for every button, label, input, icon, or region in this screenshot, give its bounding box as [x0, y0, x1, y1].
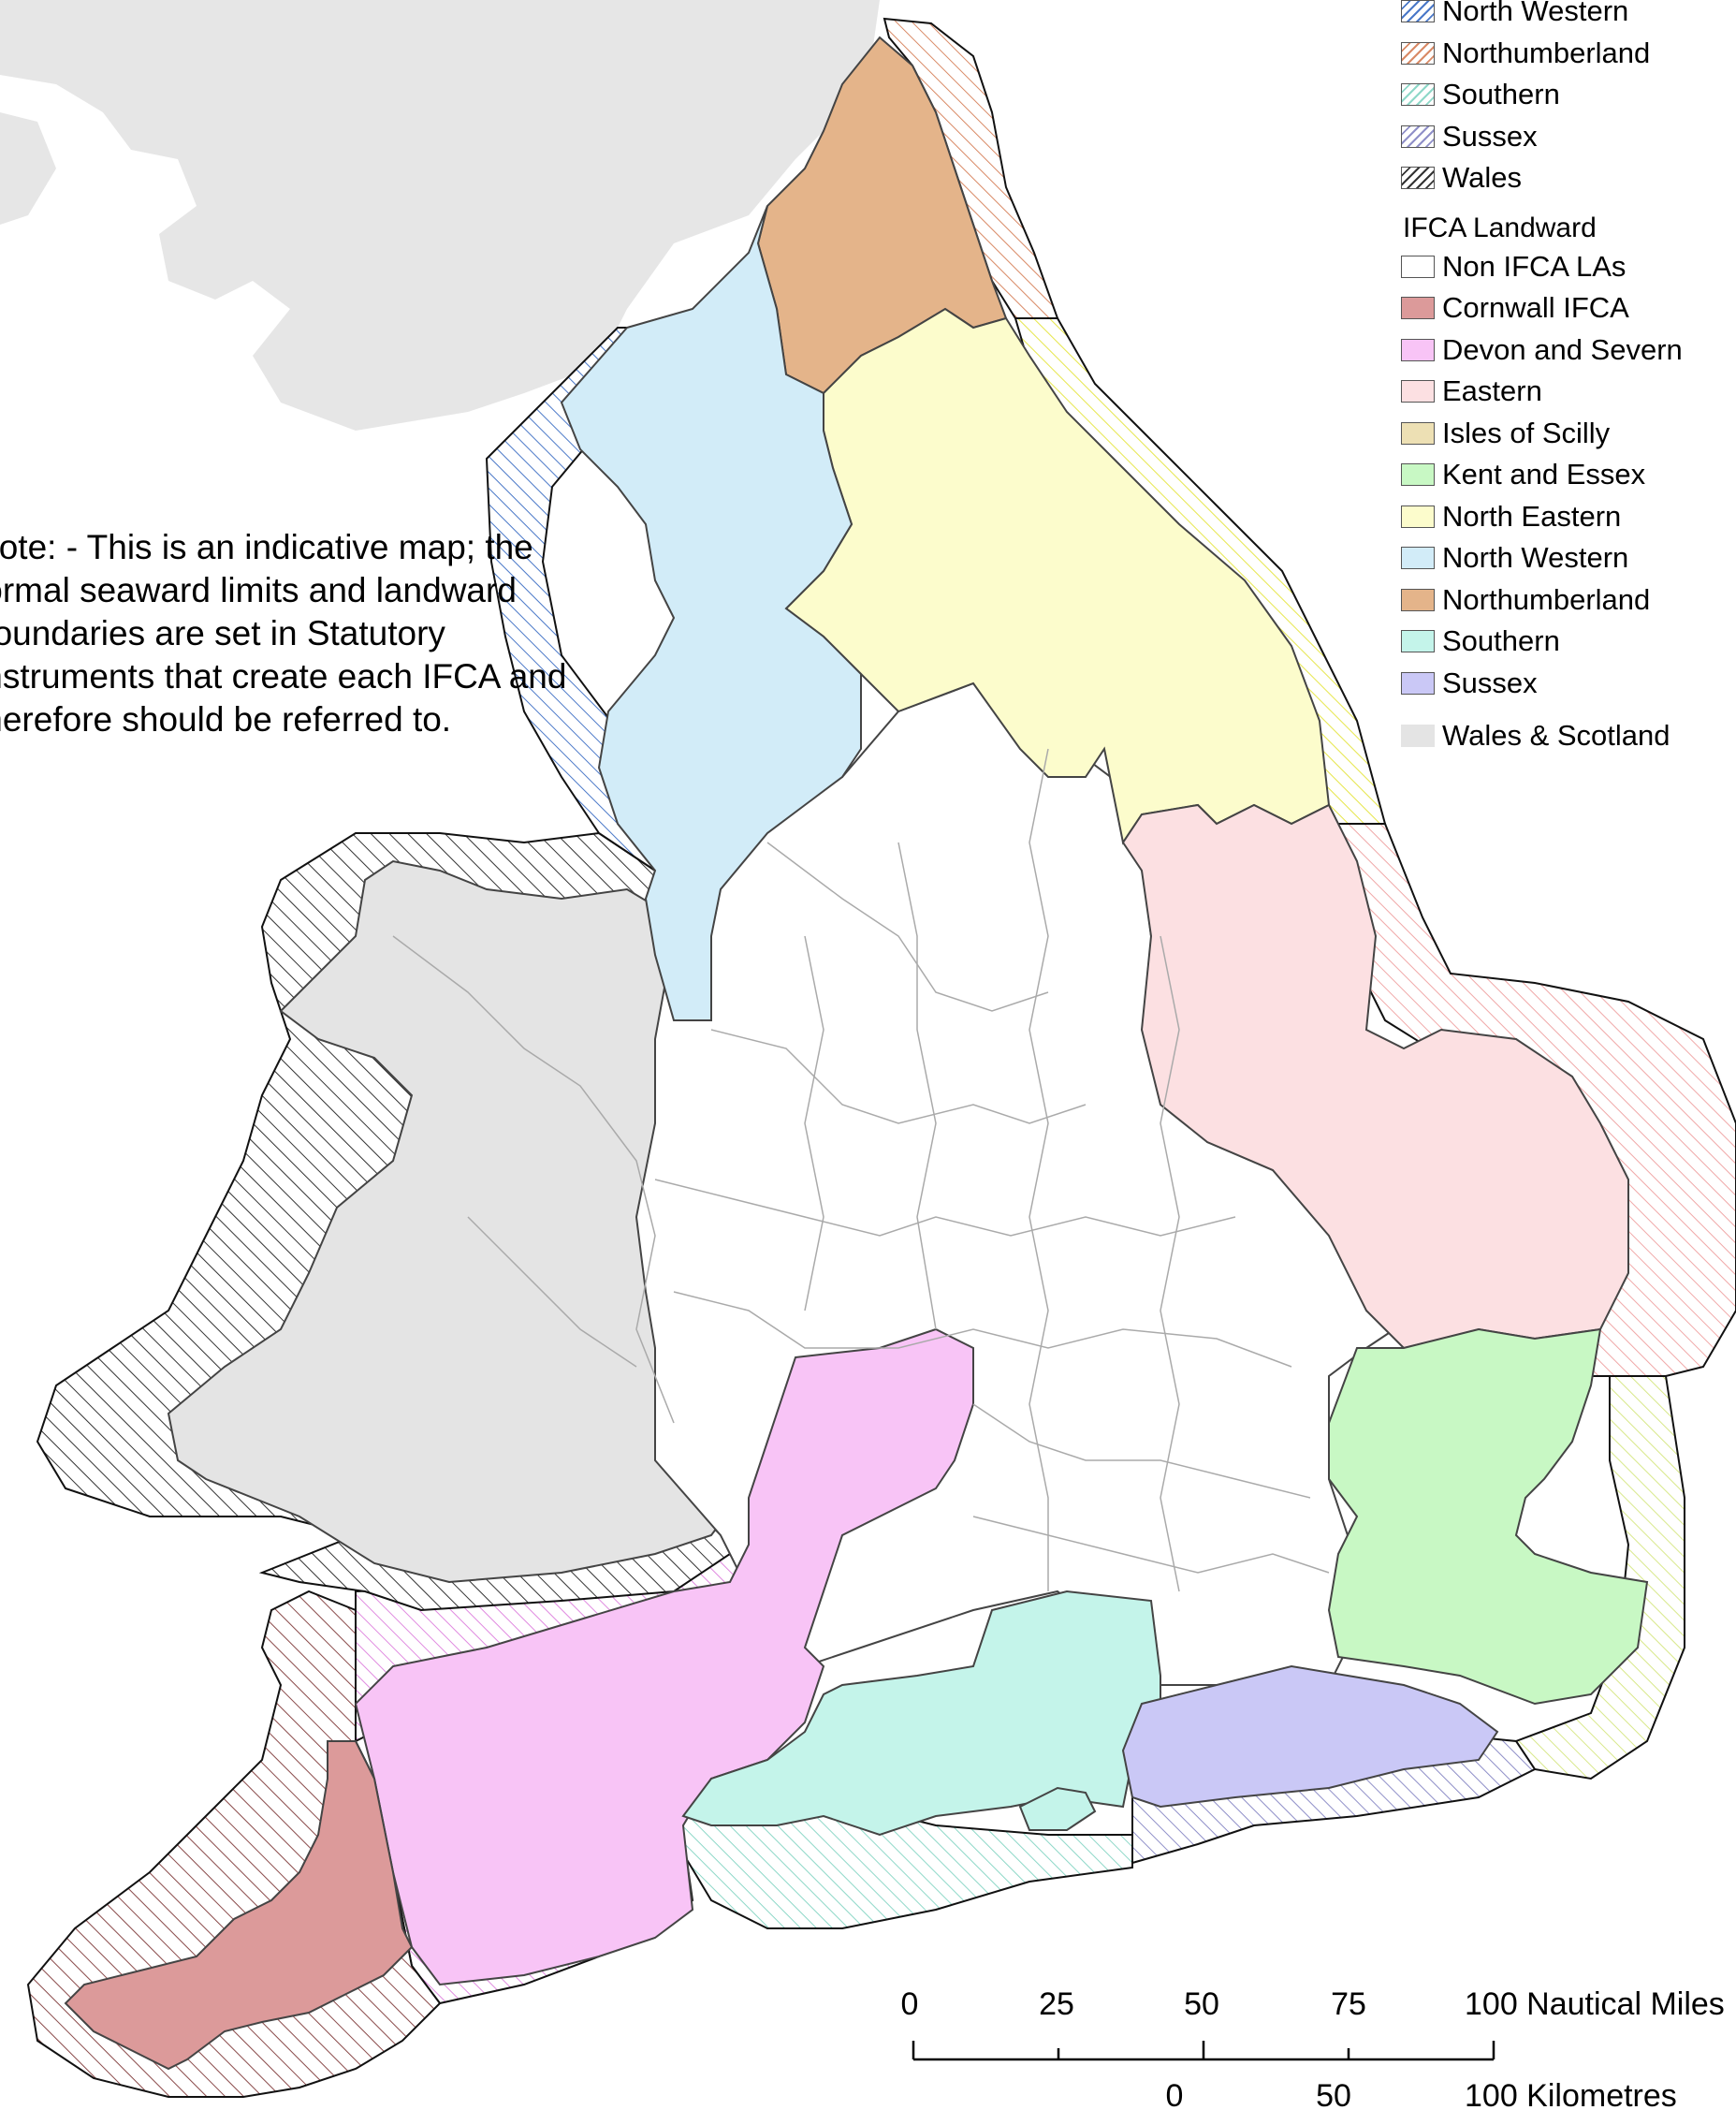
legend-swatch-sussex [1401, 671, 1435, 695]
legend-label: Sussex [1442, 119, 1538, 153]
legend-label: Kent and Essex [1442, 458, 1646, 491]
legend-label: Non IFCA LAs [1442, 249, 1627, 283]
legend-item: Wales & Scotland [1401, 715, 1736, 757]
legend-landward-section: IFCA Landward Non IFCA LAs Cornwall IFCA… [1401, 211, 1736, 705]
legend-item: Non IFCA LAs [1401, 246, 1736, 288]
legend-item: Sussex [1401, 663, 1736, 705]
landward-cornwall [64, 1740, 414, 2071]
legend-label: Southern [1442, 78, 1560, 111]
legend-item: Eastern [1401, 371, 1736, 413]
legend-swatch-eastern [1401, 380, 1435, 403]
legend-item: North Western [1401, 0, 1736, 33]
scale-unit-nautical: 100 Nautical Miles [1465, 1986, 1725, 2022]
legend-label: Isles of Scilly [1442, 416, 1611, 449]
legend-swatch-northumberland [1401, 588, 1435, 611]
legend-swatch-wales-seaward [1401, 167, 1435, 190]
legend-item: Southern [1401, 621, 1736, 663]
legend-label: Wales [1442, 161, 1522, 195]
legend-swatch-sussex-seaward [1401, 125, 1435, 148]
legend-label: Northumberland [1442, 582, 1651, 616]
legend-swatch-cornwall [1401, 297, 1435, 320]
legend-label: North Western [1442, 0, 1629, 28]
seaward-southern [682, 1795, 1133, 1929]
landward-eastern [1121, 803, 1629, 1350]
scale-bar [912, 2041, 1495, 2061]
scale-tick-nm-50: 50 [1184, 1986, 1219, 2022]
legend-label: North Eastern [1442, 499, 1622, 533]
legend-landward-title: IFCA Landward [1403, 212, 1597, 243]
legend-label: Wales & Scotland [1442, 719, 1670, 753]
legend-label: Cornwall IFCA [1442, 291, 1629, 325]
scale-unit-kilometres: 100 Kilometres [1465, 2078, 1677, 2110]
map-disclaimer-note: Note: - This is an indicative map; the f… [0, 528, 567, 739]
legend-swatch-north-western-seaward [1401, 0, 1435, 23]
landward-regions [64, 36, 1649, 2071]
scotland-land [0, 0, 880, 431]
legend-swatch-northumberland-seaward [1401, 41, 1435, 65]
scale-tick-nm-75: 75 [1331, 1986, 1366, 2022]
legend-item: Devon and Severn [1401, 330, 1736, 372]
district-boundaries [392, 748, 1330, 1592]
legend-item: Wales [1401, 157, 1736, 199]
isle-of-wight [1018, 1786, 1097, 1831]
legend-label: Southern [1442, 624, 1560, 658]
legend-label: Devon and Severn [1442, 332, 1683, 366]
legend-swatch-southern-seaward [1401, 83, 1435, 107]
legend-seaward-section: North Western Northumberland Southern Su… [1401, 0, 1736, 199]
legend-label: North Western [1442, 541, 1629, 575]
legend-item: Sussex [1401, 116, 1736, 158]
legend-other-section: Wales & Scotland [1401, 715, 1736, 757]
legend-item: North Western [1401, 537, 1736, 579]
scale-tick-km-0: 0 [1166, 2078, 1184, 2110]
legend-swatch-north-eastern [1401, 505, 1435, 528]
legend-swatch-devon-severn [1401, 338, 1435, 361]
legend-swatch-southern [1401, 630, 1435, 653]
scale-tick-km-50: 50 [1316, 2078, 1351, 2110]
legend-item: Cornwall IFCA [1401, 287, 1736, 330]
legend: North Western Northumberland Southern Su… [1401, 0, 1736, 769]
legend-item: Kent and Essex [1401, 454, 1736, 496]
legend-label: Eastern [1442, 374, 1542, 408]
legend-item: Isles of Scilly [1401, 413, 1736, 455]
legend-swatch-north-western [1401, 547, 1435, 570]
legend-swatch-isles-of-scilly [1401, 421, 1435, 445]
landward-sussex [1121, 1664, 1499, 1809]
landward-north-western [560, 205, 862, 1021]
legend-swatch-kent-essex [1401, 463, 1435, 487]
scale-nautical-labels: 0 25 50 75 100 Nautical Miles [901, 1986, 1725, 2022]
legend-swatch-wales-scotland [1401, 725, 1435, 748]
legend-item: North Eastern [1401, 496, 1736, 538]
legend-item: Northumberland [1401, 579, 1736, 622]
landward-kent-essex [1327, 1327, 1649, 1706]
scale-tick-nm-25: 25 [1039, 1986, 1074, 2022]
landward-devon-severn [354, 1327, 974, 1986]
legend-label: Northumberland [1442, 36, 1651, 69]
legend-label: Sussex [1442, 666, 1538, 699]
legend-item: Northumberland [1401, 33, 1736, 75]
legend-swatch-non-ifca [1401, 255, 1435, 278]
scale-kilometre-labels: 0 50 100 Kilometres [1166, 2078, 1677, 2110]
scale-tick-nm-0: 0 [901, 1986, 919, 2022]
legend-item: Southern [1401, 74, 1736, 116]
